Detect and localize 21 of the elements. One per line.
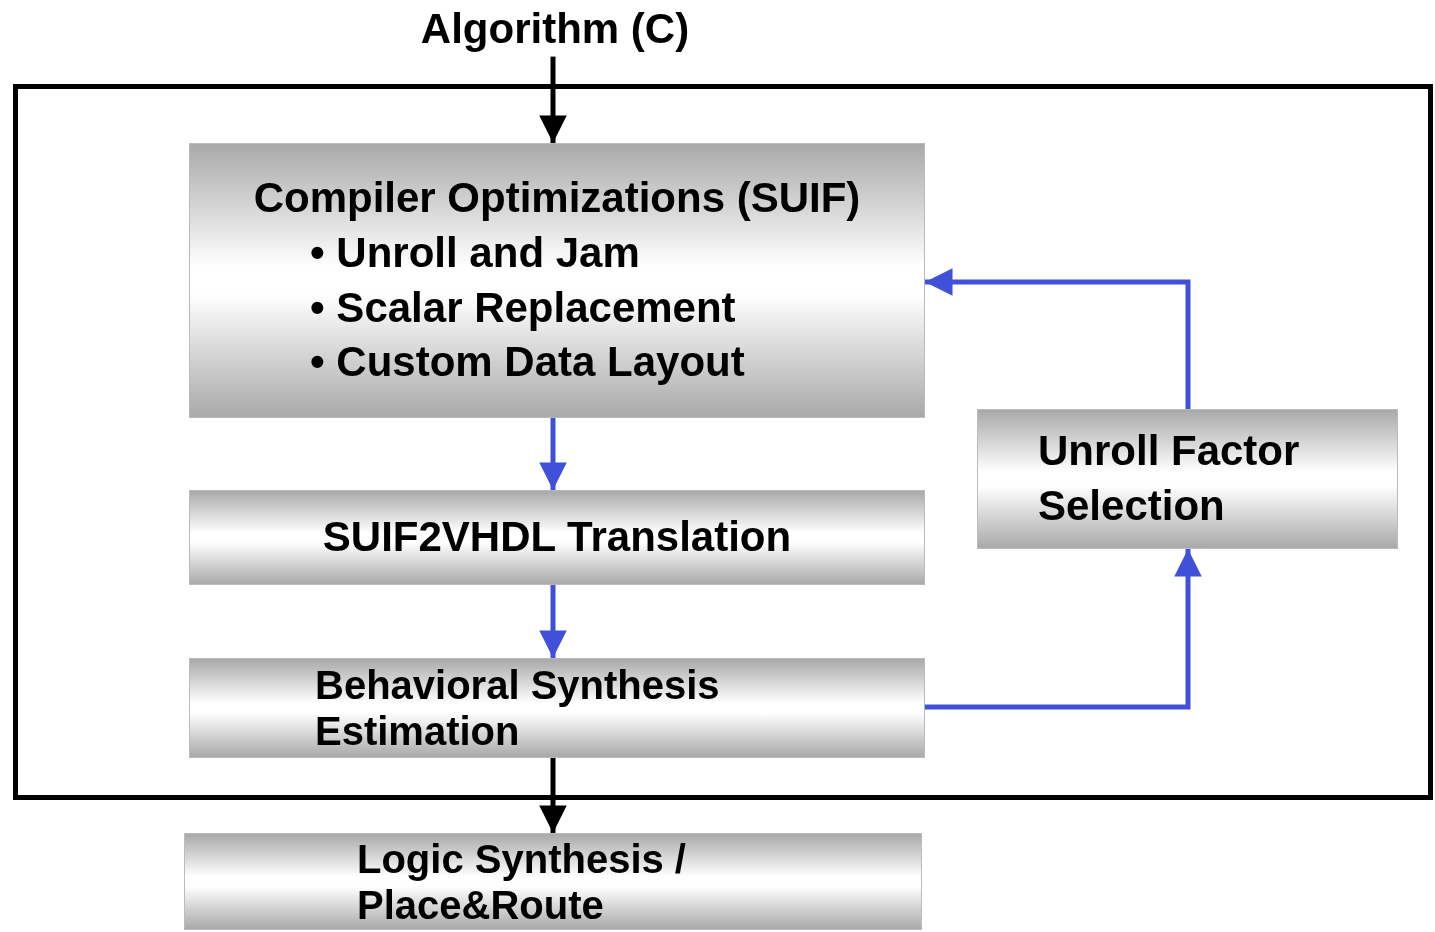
input-label: Algorithm (C): [419, 4, 691, 54]
bullet-item: • Unroll and Jam: [309, 227, 641, 278]
system-boundary-box: [13, 84, 1433, 800]
box-title: Compiler Optimizations (SUIF): [252, 173, 862, 224]
process-box: [184, 833, 922, 930]
arrow: [925, 268, 1191, 409]
box-title: Logic Synthesis / Place&Route: [356, 835, 687, 928]
bullet-item: • Custom Data Layout: [309, 337, 746, 388]
box-title: SUIF2VHDL Translation: [321, 512, 793, 563]
arrow: [925, 549, 1202, 710]
arrow: [539, 56, 567, 143]
process-box: [189, 143, 925, 418]
box-title: Behavioral Synthesis Estimation: [314, 662, 721, 754]
process-box: [977, 409, 1398, 549]
arrow: [539, 758, 567, 833]
arrow: [539, 418, 567, 490]
box-title: Unroll Factor Selection: [1037, 426, 1301, 531]
arrow: [539, 585, 567, 658]
bullet-item: • Scalar Replacement: [309, 282, 737, 333]
process-box: [189, 490, 925, 585]
process-box: [189, 658, 925, 758]
